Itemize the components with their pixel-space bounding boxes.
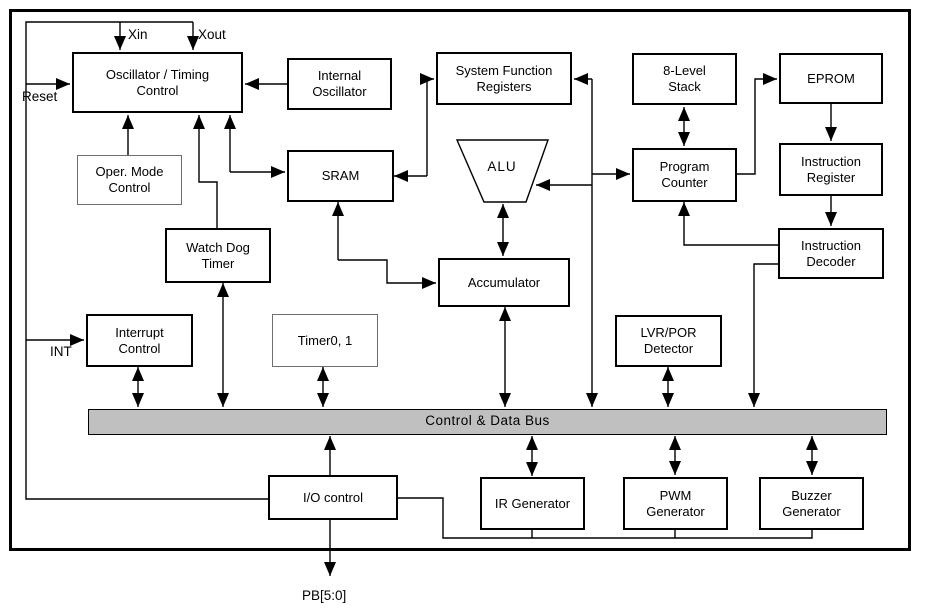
block-system-function-registers: System Function Registers — [436, 52, 572, 105]
wire-io-peripheral-rail — [398, 497, 813, 539]
control-data-bus-label: Control & Data Bus — [425, 413, 550, 428]
block-timer0-1: Timer0, 1 — [272, 314, 378, 367]
block-interrupt-control: Interrupt Control — [86, 314, 193, 367]
pin-label-reset: Reset — [22, 89, 58, 104]
wire-pin-rail — [25, 21, 268, 500]
block-program-counter: Program Counter — [632, 148, 737, 202]
block-watch-dog-timer: Watch Dog Timer — [165, 228, 271, 283]
pin-label-xin: Xin — [128, 27, 148, 42]
pin-label-pb: PB[5:0] — [302, 588, 347, 603]
block-ir-generator: IR Generator — [480, 477, 585, 530]
block-alu-label: ALU — [487, 159, 517, 174]
block-instruction-decoder: Instruction Decoder — [778, 228, 884, 279]
alu-shape — [455, 139, 549, 203]
block-sram: SRAM — [287, 150, 394, 202]
outer-border — [9, 9, 911, 551]
pin-label-int: INT — [50, 344, 72, 359]
wire-id-bus — [748, 263, 778, 407]
block-internal-oscillator: Internal Oscillator — [287, 58, 392, 110]
block-pwm-generator: PWM Generator — [623, 477, 728, 530]
block-buzzer-generator: Buzzer Generator — [759, 477, 864, 530]
block-lvr-por-detector: LVR/POR Detector — [615, 315, 722, 367]
control-data-bus — [88, 409, 887, 435]
block-oper-mode-control: Oper. Mode Control — [77, 155, 182, 205]
block-oscillator-timing-control: Oscillator / Timing Control — [72, 52, 243, 113]
wire-id-pc — [678, 202, 778, 246]
block-io-control: I/O control — [268, 475, 398, 520]
block-eight-level-stack: 8-Level Stack — [632, 53, 737, 105]
block-eprom: EPROM — [779, 53, 883, 104]
wire-pc-eprom — [737, 73, 777, 175]
wire-wdt-osc — [193, 115, 218, 228]
block-instruction-register: Instruction Register — [779, 143, 883, 196]
block-accumulator: Accumulator — [438, 258, 570, 307]
pin-label-xout: Xout — [198, 27, 226, 42]
